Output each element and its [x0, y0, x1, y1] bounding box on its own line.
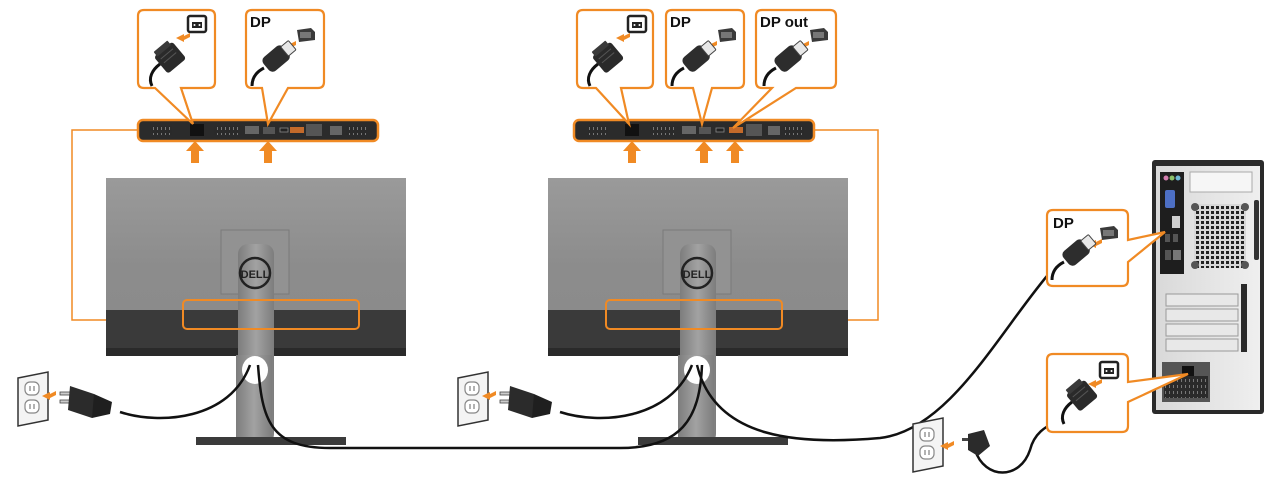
- dp-port-icon: [297, 28, 315, 42]
- dp-port-icon: [810, 28, 828, 42]
- cable-hole: [684, 356, 710, 384]
- arrow-dp-out-port: [726, 141, 744, 163]
- dell-logo: DELL: [680, 256, 714, 290]
- callout-power: [575, 8, 655, 128]
- pc-tower: [1152, 160, 1264, 414]
- svg-text:DELL: DELL: [241, 269, 270, 281]
- power-plug-icon: [962, 430, 990, 456]
- callout-label: DP: [670, 14, 691, 31]
- arrow-power-port: [623, 141, 641, 163]
- callout-dp: DP: [664, 8, 746, 129]
- ac-inlet-icon: [1098, 360, 1120, 380]
- port-panel: [136, 118, 380, 143]
- power-cable-monitor-1: [119, 364, 252, 420]
- dp-port-icon: [1100, 226, 1118, 240]
- ac-inlet-icon: [626, 14, 648, 34]
- callout-power: [136, 8, 217, 125]
- wall-outlet-2: [457, 371, 553, 427]
- dell-logo: DELL: [238, 256, 272, 290]
- monitor-1: DELL DP: [71, 8, 407, 445]
- dp-cable-monitor1-to-monitor2: [256, 364, 704, 450]
- port-panel: [572, 118, 816, 143]
- cables: [119, 269, 1063, 474]
- callout-dp-out: DP out: [732, 8, 838, 129]
- callout-dp: DP: [244, 8, 326, 128]
- callout-label: DP: [250, 14, 271, 31]
- power-plug-icon: [59, 385, 113, 419]
- callout-label: DP: [1053, 215, 1074, 232]
- wall-outlet-3: [912, 417, 990, 473]
- arrow-dp-port: [695, 141, 713, 163]
- arrow-dp-port: [259, 141, 277, 163]
- monitor-base: [196, 437, 346, 445]
- cable-hole: [242, 356, 268, 384]
- monitor-2: DELL DP: [547, 8, 879, 445]
- power-plug-icon: [499, 385, 553, 419]
- port-area-highlight: [182, 299, 360, 330]
- port-area-highlight: [605, 299, 783, 330]
- callout-pc-power: [1045, 352, 1189, 434]
- dp-port-icon: [718, 28, 736, 42]
- dp-cable-monitor2-to-pc: [695, 269, 1053, 442]
- callout-label: DP out: [760, 14, 808, 31]
- callout-pc-dp: DP: [1045, 208, 1166, 288]
- monitor-base: [638, 437, 788, 445]
- expansion-slots: [1165, 284, 1247, 352]
- arrow-power-port: [186, 141, 204, 163]
- wall-outlet-1: [17, 371, 113, 427]
- ac-inlet-icon: [186, 14, 208, 34]
- power-cable-monitor-2: [559, 364, 694, 420]
- svg-text:DELL: DELL: [683, 269, 712, 281]
